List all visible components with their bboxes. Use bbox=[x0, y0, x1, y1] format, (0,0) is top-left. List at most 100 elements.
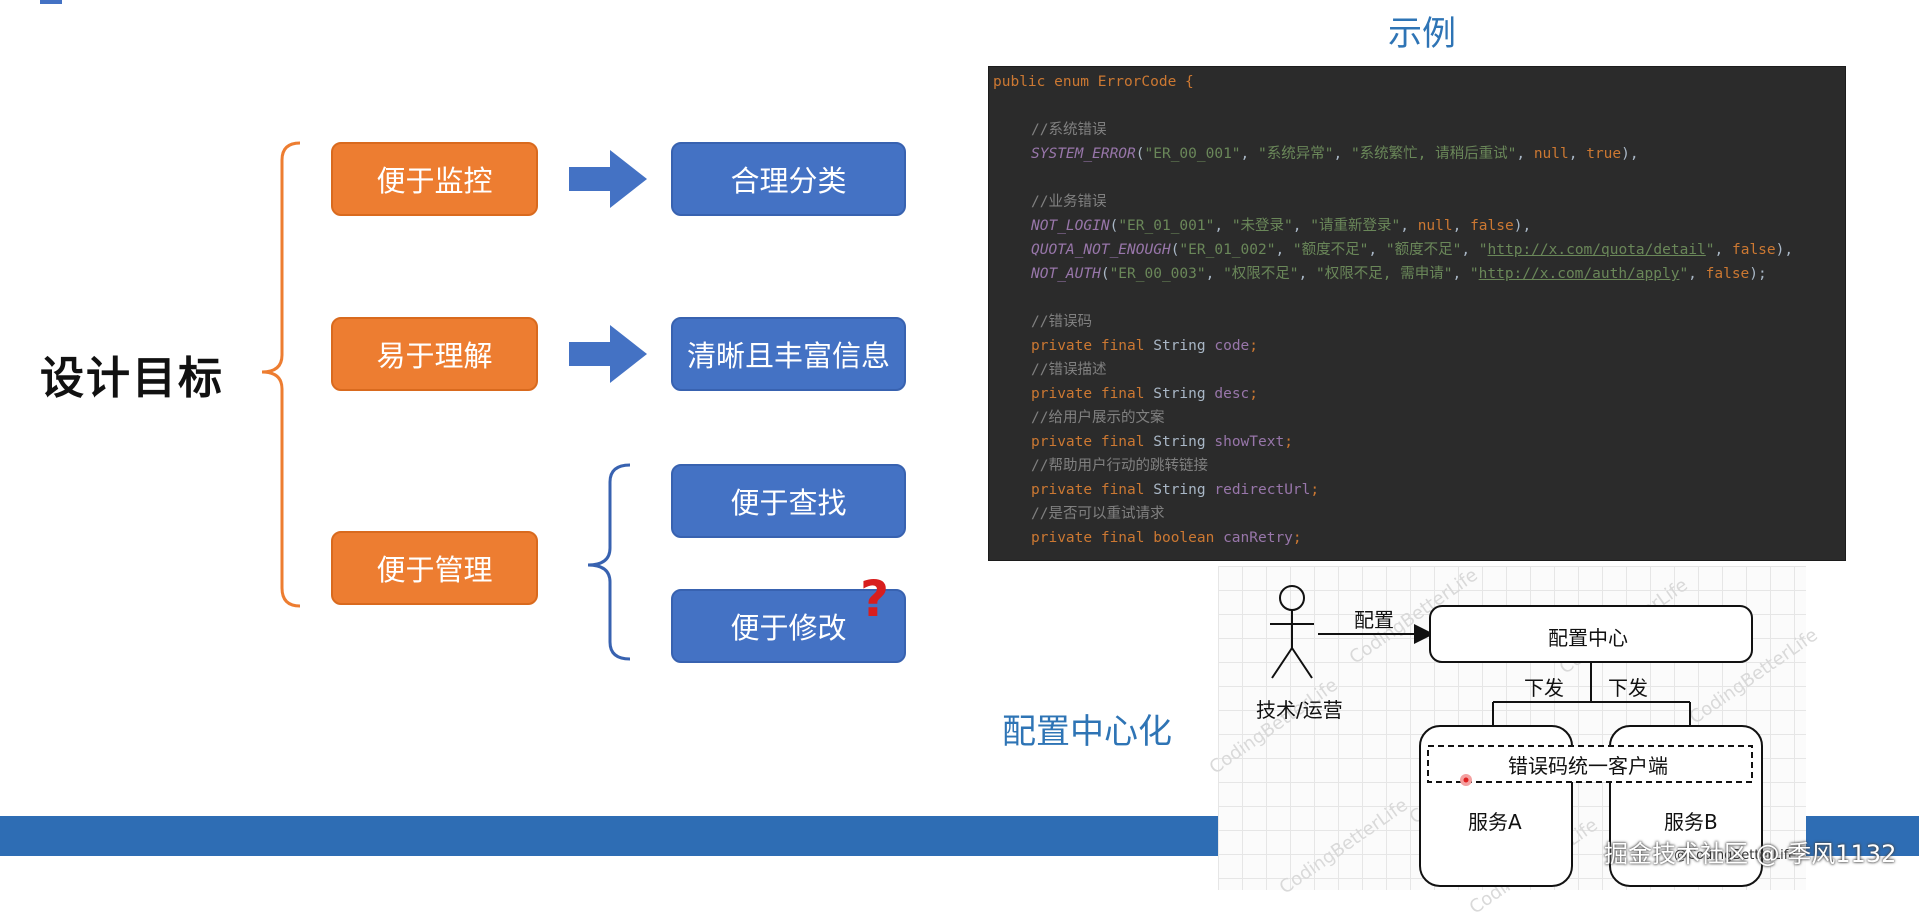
kw: final bbox=[1100, 482, 1145, 498]
field-name: canRetry bbox=[1223, 530, 1293, 546]
arg: false bbox=[1470, 218, 1514, 234]
comment-redirect: //帮助用户行动的跳转链接 bbox=[1031, 458, 1208, 474]
arg: null bbox=[1533, 146, 1569, 162]
arrow-monitor bbox=[569, 150, 647, 208]
arg: "系统繁忙, 请稍后重试" bbox=[1350, 146, 1517, 162]
field-name: code bbox=[1214, 338, 1250, 354]
code-line-system-error: SYSTEM_ERROR("ER_00_001", "系统异常", "系统繁忙,… bbox=[1031, 146, 1639, 162]
code-line-comment-redirect: //帮助用户行动的跳转链接 bbox=[1031, 454, 1208, 478]
example-title: 示例 bbox=[1388, 14, 1456, 54]
arg: "ER_00_001" bbox=[1144, 146, 1241, 162]
code-line-field-desc: private final String desc; bbox=[1031, 386, 1259, 402]
kw: private bbox=[1031, 386, 1093, 402]
footer-watermark: 掘金技术社区 @ 季风1132 bbox=[1604, 840, 1897, 868]
design-goals-connectors bbox=[261, 141, 647, 661]
arg: null bbox=[1417, 218, 1453, 234]
config-label: 配置 bbox=[1354, 608, 1394, 632]
comment-business-error: //业务错误 bbox=[1031, 194, 1107, 210]
result-categorize-box: 合理分类 bbox=[671, 142, 906, 216]
code-panel: public enum ErrorCode { //系统错误 SYSTEM_ER… bbox=[988, 66, 1846, 561]
code-line-comment-show: //给用户展示的文案 bbox=[1031, 406, 1164, 430]
code-line-field-redirect: private final String redirectUrl; bbox=[1031, 482, 1320, 498]
service-a-label: 服务A bbox=[1468, 810, 1522, 834]
bottom-band bbox=[0, 816, 1218, 856]
kw: private bbox=[1031, 434, 1093, 450]
design-goals-title: 设计目标 bbox=[40, 353, 224, 404]
credit-label: @CodingBetterLife bbox=[1674, 848, 1797, 863]
field-name: showText bbox=[1214, 434, 1285, 450]
field-type: String bbox=[1153, 434, 1206, 450]
enum-system-error: SYSTEM_ERROR bbox=[1031, 146, 1136, 162]
field-name: redirectUrl bbox=[1214, 482, 1311, 498]
bottom-band-right bbox=[1806, 816, 1919, 856]
kw: private bbox=[1031, 482, 1093, 498]
kw: final bbox=[1100, 530, 1145, 546]
result-clear-info-box: 清晰且丰富信息 bbox=[671, 317, 906, 391]
arg: "ER_01_002" bbox=[1179, 242, 1276, 258]
code-line-field-retry: private final boolean canRetry; bbox=[1031, 530, 1302, 546]
arg: "权限不足, 需申请" bbox=[1316, 266, 1453, 282]
manage-brace bbox=[587, 463, 631, 661]
kw: final bbox=[1100, 434, 1145, 450]
code-line-not-login: NOT_LOGIN("ER_01_001", "未登录", "请重新登录", n… bbox=[1031, 218, 1532, 234]
enum-not-login: NOT_LOGIN bbox=[1031, 218, 1110, 234]
comment-show-text: //给用户展示的文案 bbox=[1031, 410, 1165, 426]
arg: false bbox=[1705, 266, 1750, 282]
comment-system-error: //系统错误 bbox=[1031, 122, 1107, 138]
goal-understand-box: 易于理解 bbox=[331, 317, 538, 391]
arg: false bbox=[1731, 242, 1776, 258]
slide-accent-bar bbox=[40, 0, 62, 4]
field-type: String bbox=[1153, 338, 1206, 354]
diagram-shapes bbox=[1270, 585, 1763, 887]
enum-quota-not-enough: QUOTA_NOT_ENOUGH bbox=[1031, 242, 1171, 258]
arg: "请重新登录" bbox=[1310, 218, 1401, 234]
auth-link[interactable]: http://x.com/auth/apply bbox=[1478, 266, 1680, 282]
code-enum-header: public enum ErrorCode { bbox=[993, 74, 1194, 90]
quota-link[interactable]: http://x.com/quota/detail bbox=[1487, 242, 1706, 258]
enum-not-auth: NOT_AUTH bbox=[1031, 266, 1101, 282]
kw: final bbox=[1100, 338, 1145, 354]
actor-figure bbox=[1270, 585, 1314, 679]
result-easy-modify-box: 便于修改 bbox=[671, 589, 906, 663]
service-b-label: 服务B bbox=[1664, 810, 1718, 834]
kw: final bbox=[1100, 386, 1145, 402]
arrow-understand bbox=[569, 325, 647, 383]
goal-manage-box: 便于管理 bbox=[331, 531, 538, 605]
code-line-not-auth: NOT_AUTH("ER_00_003", "权限不足", "权限不足, 需申请… bbox=[1031, 266, 1767, 282]
arg: "系统异常" bbox=[1258, 146, 1334, 162]
result-easy-find-box: 便于查找 bbox=[671, 464, 906, 538]
comment-code: //错误码 bbox=[1031, 314, 1092, 330]
comment-retry: //是否可以重试请求 bbox=[1031, 506, 1165, 522]
main-brace bbox=[261, 141, 301, 608]
code-line-field-show: private final String showText; bbox=[1031, 434, 1293, 450]
client-box bbox=[1427, 745, 1753, 783]
dispatch-right-label: 下发 bbox=[1608, 676, 1648, 700]
config-center-title: 配置中心化 bbox=[1002, 712, 1172, 752]
actor-label: 技术/运营 bbox=[1256, 698, 1343, 722]
arg: "ER_00_003" bbox=[1109, 266, 1206, 282]
question-mark-icon: ? bbox=[860, 570, 890, 628]
comment-desc: //错误描述 bbox=[1031, 362, 1107, 378]
code-line-comment-desc: //错误描述 bbox=[1031, 358, 1106, 382]
kw: private bbox=[1031, 338, 1093, 354]
arg: "权限不足" bbox=[1223, 266, 1299, 282]
arg: true bbox=[1586, 146, 1622, 162]
arg: "ER_01_001" bbox=[1118, 218, 1215, 234]
field-name: desc bbox=[1214, 386, 1250, 402]
code-line-comment-code: //错误码 bbox=[1031, 310, 1092, 334]
config-center-diagram: CodingBetterLife CodingBetterLife Coding… bbox=[1206, 565, 1822, 919]
code-line-comment-system: //系统错误 bbox=[1031, 118, 1106, 142]
arg: "额度不足" bbox=[1385, 242, 1462, 258]
goal-monitor-box: 便于监控 bbox=[331, 142, 538, 216]
arg: "未登录" bbox=[1231, 218, 1293, 234]
code-line-comment-retry: //是否可以重试请求 bbox=[1031, 502, 1164, 526]
field-type: boolean bbox=[1153, 530, 1215, 546]
code-line-comment-business: //业务错误 bbox=[1031, 190, 1106, 214]
code-line-quota: QUOTA_NOT_ENOUGH("ER_01_002", "额度不足", "额… bbox=[1031, 242, 1794, 258]
code-line-field-code: private final String code; bbox=[1031, 338, 1259, 354]
code-line-enum-decl: public enum ErrorCode { bbox=[993, 70, 1194, 94]
kw: private bbox=[1031, 530, 1093, 546]
dispatch-left-label: 下发 bbox=[1524, 676, 1564, 700]
field-type: String bbox=[1153, 386, 1206, 402]
arg: "额度不足" bbox=[1292, 242, 1369, 258]
